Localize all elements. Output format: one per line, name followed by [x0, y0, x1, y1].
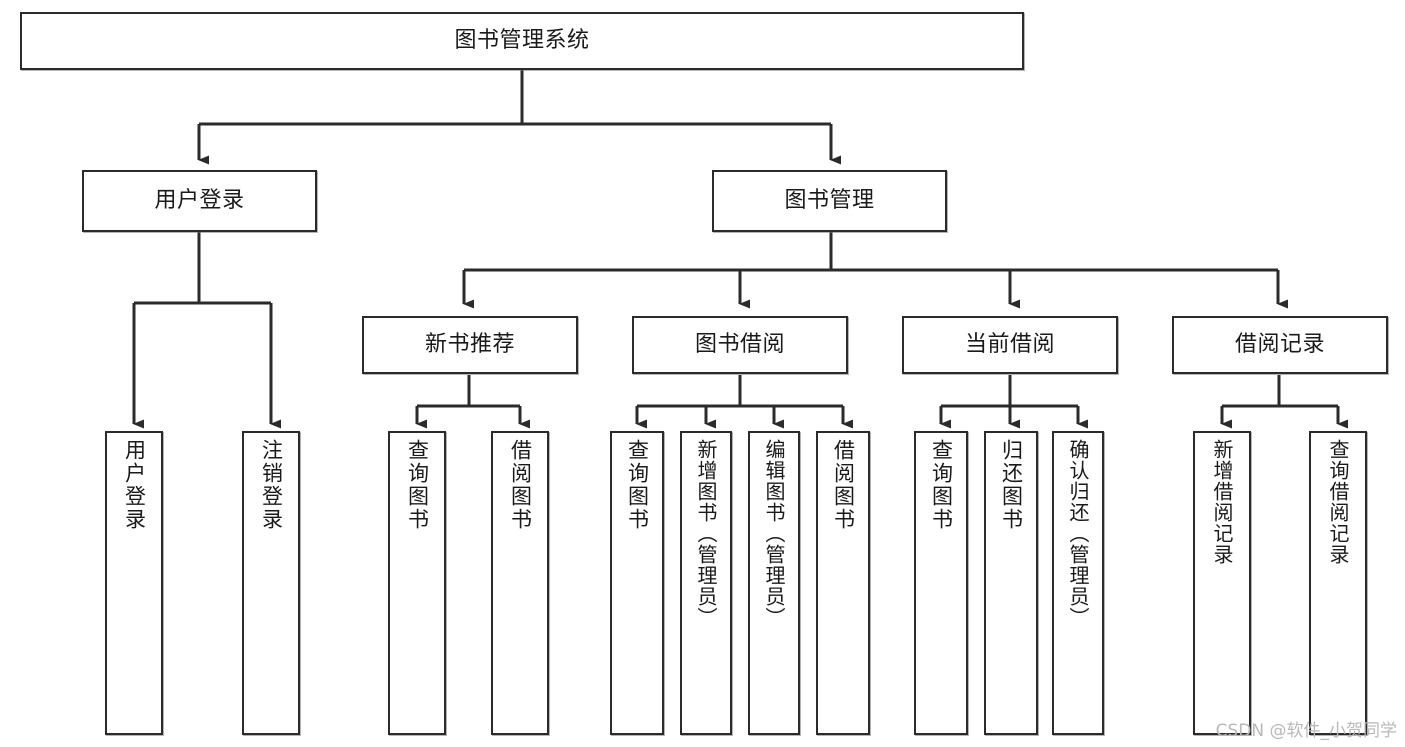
node-new-book-recommend-label: 新书推荐	[424, 332, 515, 358]
leaf-current-query-book-label: 查询图书	[929, 439, 954, 531]
leaf-borrow-edit-book-admin-label: 编辑图书（管理员）	[762, 439, 786, 628]
leaf-current-confirm-return-admin-label: 确认归还（管理员）	[1066, 439, 1090, 628]
leaf-borrow-add-book-admin[interactable]: 新增图书（管理员）	[680, 431, 732, 735]
leaf-borrow-query-book[interactable]: 查询图书	[610, 431, 664, 735]
node-user-login-label: 用户登录	[154, 188, 245, 214]
leaf-current-return-book[interactable]: 归还图书	[984, 431, 1038, 735]
node-book-management[interactable]: 图书管理	[712, 170, 947, 232]
node-user-login[interactable]: 用户登录	[82, 170, 317, 232]
node-root-label: 图书管理系统	[454, 28, 590, 54]
watermark-csdn: CSDN @软件_小贺同学	[1215, 721, 1397, 741]
node-book-management-label: 图书管理	[784, 188, 875, 214]
leaf-borrow-query-book-label: 查询图书	[625, 439, 650, 531]
node-book-borrow-label: 图书借阅	[694, 332, 785, 358]
leaf-record-query-record[interactable]: 查询借阅记录	[1309, 431, 1367, 735]
leaf-user-login-logout-label: 注销登录	[259, 439, 284, 531]
leaf-new-book-borrow-label: 借阅图书	[508, 439, 533, 531]
node-borrow-record-label: 借阅记录	[1234, 332, 1325, 358]
leaf-new-book-borrow[interactable]: 借阅图书	[491, 431, 549, 735]
leaf-record-add-record-label: 新增借阅记录	[1210, 439, 1234, 565]
node-current-borrow[interactable]: 当前借阅	[902, 316, 1118, 374]
node-book-borrow[interactable]: 图书借阅	[632, 316, 848, 374]
leaf-new-book-query-label: 查询图书	[405, 439, 430, 531]
leaf-user-login-login[interactable]: 用户登录	[105, 431, 163, 735]
node-new-book-recommend[interactable]: 新书推荐	[362, 316, 578, 374]
leaf-borrow-edit-book-admin[interactable]: 编辑图书（管理员）	[748, 431, 800, 735]
leaf-borrow-borrow-book-label: 借阅图书	[831, 439, 856, 531]
leaf-current-return-book-label: 归还图书	[999, 439, 1024, 531]
node-root-book-management-system[interactable]: 图书管理系统	[20, 12, 1024, 70]
leaf-current-confirm-return-admin[interactable]: 确认归还（管理员）	[1052, 431, 1104, 735]
leaf-borrow-borrow-book[interactable]: 借阅图书	[816, 431, 870, 735]
leaf-borrow-add-book-admin-label: 新增图书（管理员）	[694, 439, 718, 628]
leaf-record-query-record-label: 查询借阅记录	[1326, 439, 1350, 565]
node-current-borrow-label: 当前借阅	[964, 332, 1055, 358]
leaf-record-add-record[interactable]: 新增借阅记录	[1193, 431, 1251, 735]
leaf-user-login-logout[interactable]: 注销登录	[242, 431, 300, 735]
node-borrow-record[interactable]: 借阅记录	[1172, 316, 1388, 374]
leaf-current-query-book[interactable]: 查询图书	[914, 431, 968, 735]
leaf-user-login-login-label: 用户登录	[122, 439, 147, 531]
leaf-new-book-query[interactable]: 查询图书	[388, 431, 446, 735]
